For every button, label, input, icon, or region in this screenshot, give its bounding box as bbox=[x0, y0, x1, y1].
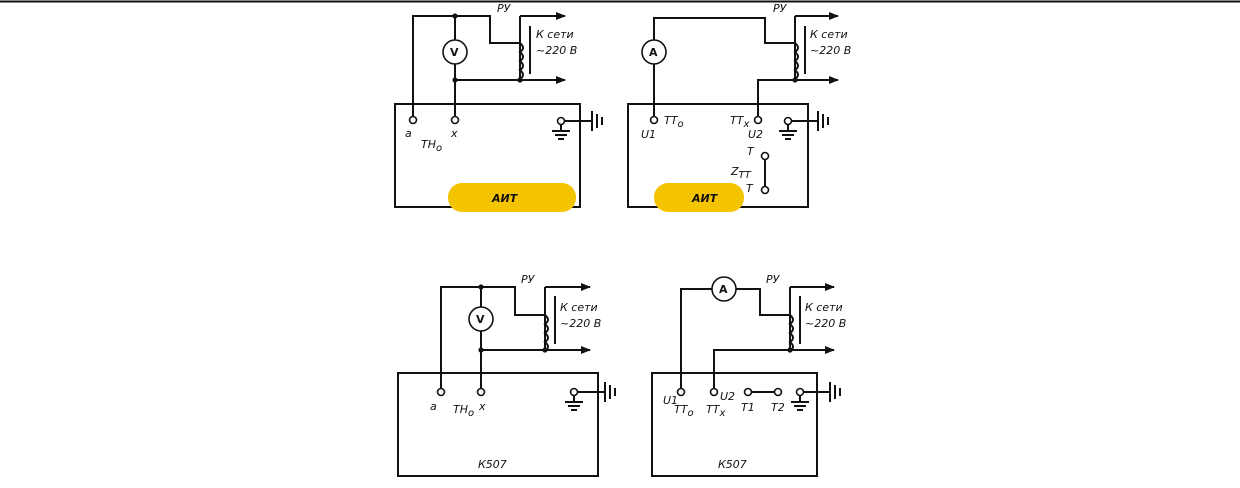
terminal-t-top bbox=[760, 151, 770, 161]
terminal-u2 bbox=[753, 115, 763, 125]
device-label-highlight bbox=[448, 183, 576, 212]
supply-label: К сети bbox=[805, 301, 843, 314]
terminal-x bbox=[450, 115, 460, 125]
tt-ref-label: ТТо bbox=[664, 114, 684, 130]
device-label-highlight bbox=[654, 183, 744, 212]
regulator-coil bbox=[518, 42, 524, 80]
regulator-coil bbox=[793, 42, 799, 80]
terminal-t-bottom bbox=[760, 185, 770, 195]
terminal-t2-label: T2 bbox=[771, 401, 785, 414]
terminal-u1-label: U1 bbox=[641, 128, 656, 141]
voltmeter-label: V bbox=[450, 46, 459, 59]
ammeter-label: A bbox=[649, 46, 658, 59]
ammeter bbox=[711, 276, 737, 302]
terminal-a-label: a bbox=[405, 127, 412, 140]
regulator-coil bbox=[543, 314, 549, 352]
ground-icon bbox=[791, 382, 841, 411]
supply-label: К сети bbox=[560, 301, 598, 314]
ammeter-label: A bbox=[719, 283, 728, 296]
device-label: АИТ bbox=[691, 192, 719, 205]
z-tt-label: ZТТ bbox=[730, 165, 752, 181]
regulator-coil bbox=[788, 314, 794, 352]
diagram-k507-current: К507 A U1 U2 ТТо ТТx T1 T2 РУ К сети ~22… bbox=[651, 273, 846, 477]
ammeter bbox=[641, 39, 667, 65]
ground-icon bbox=[779, 111, 829, 140]
terminal-a-label: a bbox=[430, 400, 437, 413]
terminal-t2 bbox=[773, 387, 783, 397]
regulator-label: РУ bbox=[497, 2, 512, 15]
terminal-x bbox=[476, 387, 486, 397]
terminal-u1 bbox=[649, 115, 659, 125]
transformer-label: ТНо bbox=[421, 138, 442, 154]
regulator-label: РУ bbox=[521, 273, 536, 286]
device-label: К507 bbox=[478, 458, 507, 471]
terminal-u2-label: U2 bbox=[720, 390, 735, 403]
regulator-label: РУ bbox=[766, 273, 781, 286]
terminal-t1 bbox=[743, 387, 753, 397]
device-label: К507 bbox=[718, 458, 747, 471]
terminal-u1-label: U1 bbox=[663, 394, 678, 407]
ground-icon bbox=[552, 111, 603, 140]
terminal-a bbox=[408, 115, 418, 125]
device-label: АИТ bbox=[491, 192, 519, 205]
tt-test-label: ТТx bbox=[706, 403, 725, 419]
diagram-ait-current: АИТ A U1 U2 ТТо ТТx T T ZТТ РУ К сети ~2… bbox=[627, 2, 851, 212]
tt-test-label: ТТx bbox=[730, 114, 749, 130]
voltmeter bbox=[442, 39, 468, 65]
terminal-u1 bbox=[676, 387, 686, 397]
terminal-x-label: x bbox=[478, 400, 486, 413]
regulator-label: РУ bbox=[773, 2, 788, 15]
supply-voltage-label: ~220 В bbox=[805, 317, 846, 330]
diagram-k507-voltage: К507 V a x ТНо РУ К сети ~220 В bbox=[397, 273, 616, 477]
supply-label: К сети bbox=[810, 28, 848, 41]
supply-voltage-label: ~220 В bbox=[810, 44, 851, 57]
ground-icon bbox=[565, 382, 616, 411]
device-box bbox=[397, 372, 599, 477]
transformer-label: ТНо bbox=[453, 403, 474, 419]
supply-label: К сети bbox=[536, 28, 574, 41]
tt-ref-label: ТТо bbox=[674, 403, 694, 419]
terminal-x-label: x bbox=[450, 127, 458, 140]
supply-voltage-label: ~220 В bbox=[536, 44, 577, 57]
terminal-t-top-label: T bbox=[747, 145, 755, 158]
voltmeter-label: V bbox=[476, 313, 485, 326]
terminal-t1-label: T1 bbox=[741, 401, 755, 414]
terminal-t-bottom-label: T bbox=[746, 182, 754, 195]
terminal-u2-label: U2 bbox=[748, 128, 763, 141]
voltmeter bbox=[468, 306, 494, 332]
terminal-a bbox=[436, 387, 446, 397]
diagram-ait-voltage: АИТ V a x ТНо РУ К сети ~220 В bbox=[394, 2, 603, 212]
supply-voltage-label: ~220 В bbox=[560, 317, 601, 330]
terminal-u2 bbox=[709, 387, 719, 397]
